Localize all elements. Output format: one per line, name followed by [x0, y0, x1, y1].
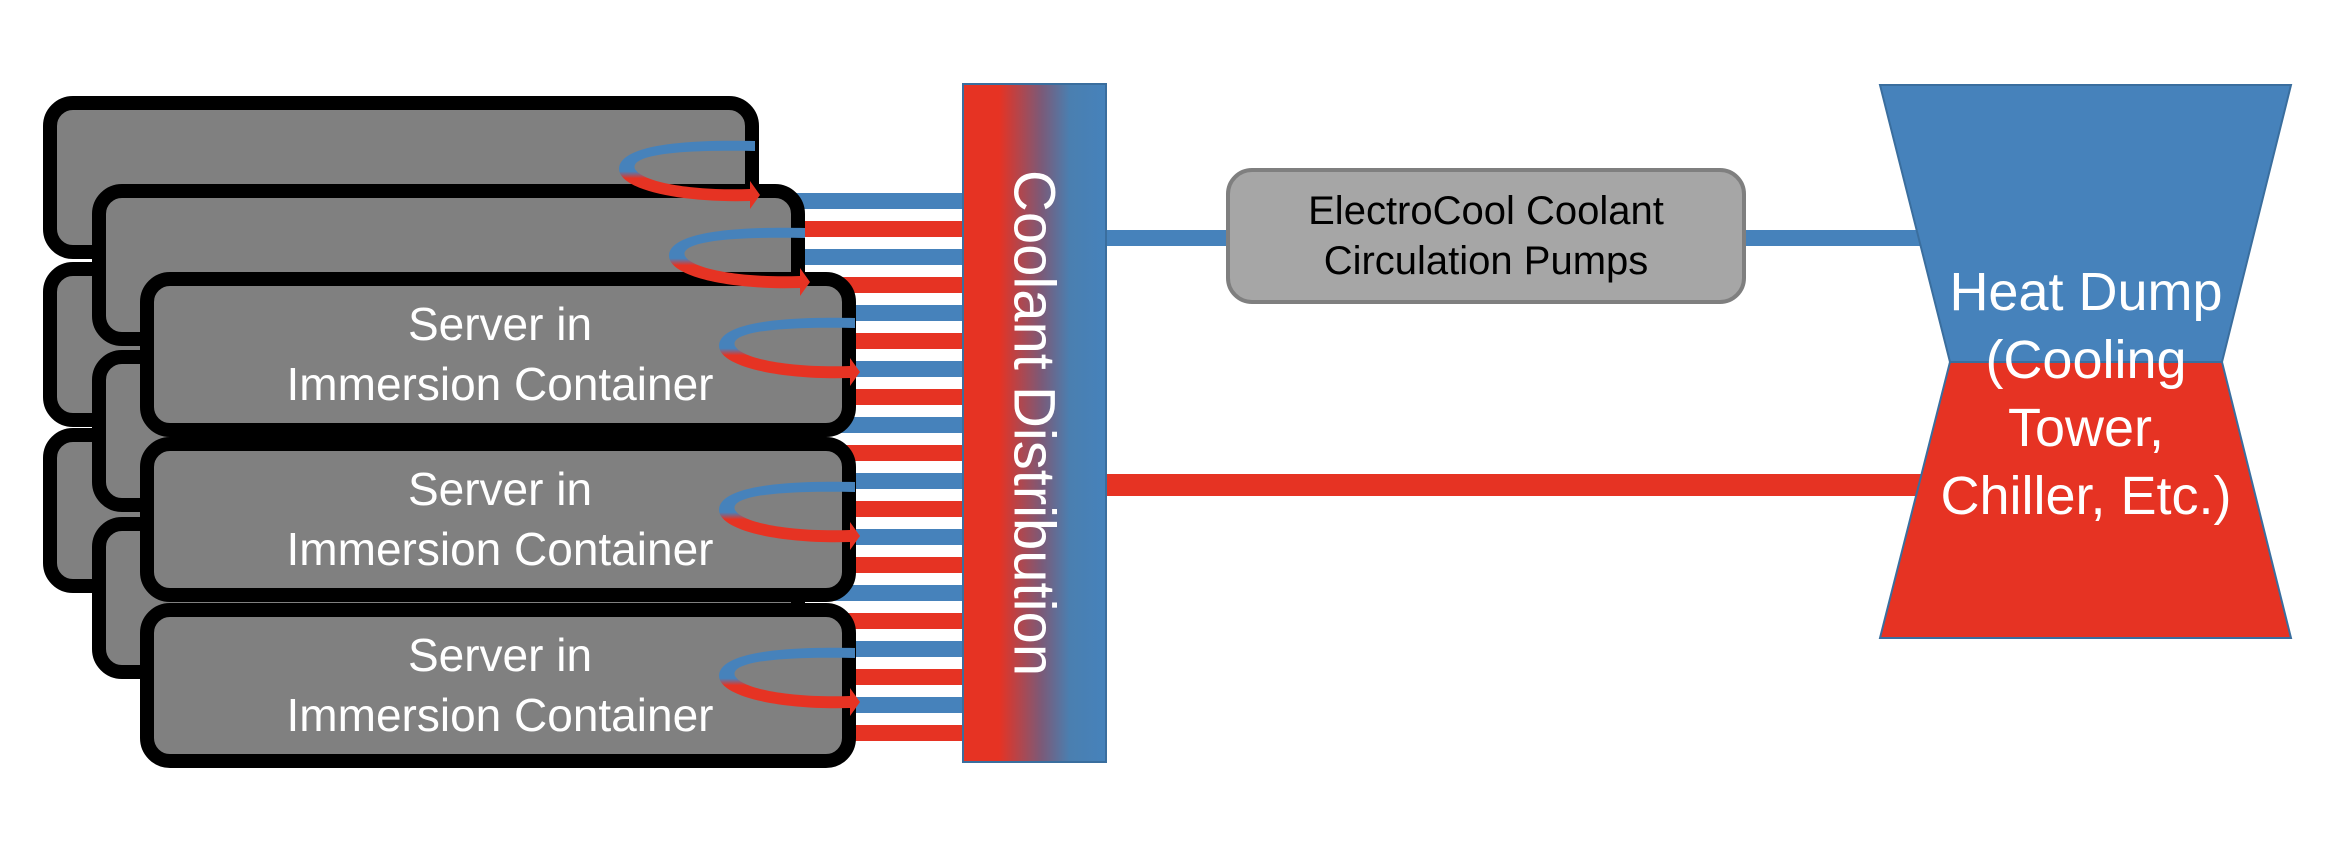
coolant-distribution-manifold: [962, 83, 1107, 763]
circulation-arrow-icon: [719, 481, 860, 550]
cold-hose: [790, 193, 965, 209]
server-label: Server in Immersion Container: [286, 629, 714, 741]
circulation-arrow-icon: [719, 317, 860, 386]
heat-dump-hot-half: [1878, 361, 2293, 639]
circulation-pumps-box: ElectroCool Coolant Circulation Pumps: [1226, 168, 1746, 304]
heat-dump-label: Heat Dump (Cooling Tower, Chiller, Etc.): [1940, 262, 2232, 526]
pump-label: ElectroCool Coolant Circulation Pumps: [1308, 189, 1664, 283]
server-label: Server in Immersion Container: [286, 298, 714, 410]
server-box-front: [140, 272, 856, 437]
hot-hose: [790, 221, 965, 237]
circulation-arrow-icon: [669, 227, 810, 296]
server-box-front: [140, 603, 856, 768]
circulation-arrow-icon: [619, 140, 760, 209]
hot-return-line: [1105, 474, 1927, 496]
circulation-arrow-icon: [719, 647, 860, 716]
cold-hose: [790, 249, 965, 265]
server-label: Server in Immersion Container: [286, 463, 714, 575]
